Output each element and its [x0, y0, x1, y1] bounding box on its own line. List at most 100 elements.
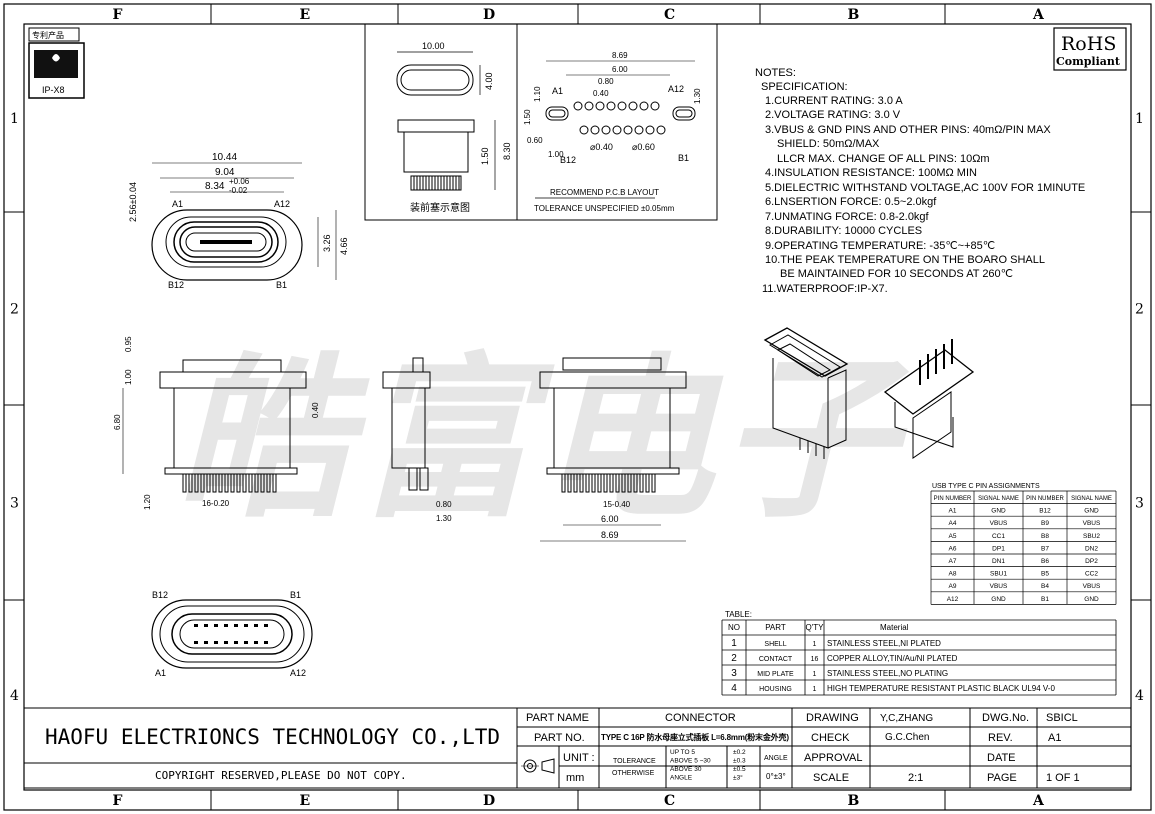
zone-letter: D	[483, 793, 495, 809]
dim-label: 1.30	[693, 88, 702, 104]
material-table-header: Q'TY	[806, 623, 825, 632]
pin-table-cell: GND	[991, 508, 1006, 515]
dwg-no: SBICL	[1046, 712, 1078, 724]
pcb-layout-panel: 10.00 4.00 1.50 8.30 装前塞示意图 8.69 6.00 0.…	[364, 23, 718, 221]
pin-table-cell: CC2	[1085, 571, 1098, 578]
material-table-cell: 1	[813, 686, 817, 693]
pin-table-cell: GND	[991, 596, 1006, 603]
tolerance-value: ±3°	[733, 774, 743, 782]
pin-label: B12	[168, 280, 184, 290]
dim-label: 1.00	[124, 369, 133, 385]
note-line: 11.WATERPROOF:IP-X7.	[762, 283, 888, 295]
unit-value: mm	[566, 772, 584, 784]
material-table-cell: 1	[813, 641, 817, 648]
pin-table-cell: B7	[1041, 545, 1049, 552]
note-line: 4.INSULATION RESISTANCE: 100MΩ MIN	[765, 167, 977, 179]
zone-letter: C	[664, 7, 675, 23]
pin-table-cell: A12	[947, 596, 959, 603]
rohs-title: RoHS	[1061, 33, 1116, 55]
contact-pin	[204, 624, 208, 627]
dim-label: 0.40	[593, 89, 609, 98]
angle-label: ANGLE	[764, 755, 788, 762]
pin-table-cell: B9	[1041, 520, 1049, 527]
pin-label: A1	[552, 86, 563, 96]
otherwise-label: OTHERWISE	[612, 770, 655, 777]
zone-number: 1	[1135, 111, 1144, 127]
pcb-hole	[634, 125, 644, 135]
material-table-cell: HOUSING	[759, 686, 792, 693]
part-name-label: PART NAME	[526, 712, 589, 724]
dim-label: 0.80	[436, 500, 452, 509]
contact-pin	[224, 473, 229, 493]
contact-pin	[627, 473, 632, 493]
contact-pin	[244, 624, 248, 627]
dim-label: -0.02	[229, 186, 248, 195]
note-line: 3.VBUS & GND PINS AND OTHER PINS: 40mΩ/P…	[765, 124, 1051, 136]
contact-pin	[597, 473, 602, 493]
pin-label: B12	[560, 155, 576, 165]
assembly-caption: 装前塞示意图	[410, 201, 470, 214]
material-table-cell: MID PLATE	[757, 671, 794, 678]
tolerance-range: ABOVE 30	[670, 766, 702, 773]
pcb-hole	[623, 125, 633, 135]
dim-label: 6.00	[612, 65, 628, 74]
contact-pin	[561, 473, 566, 493]
dim-label: 10.44	[212, 152, 237, 163]
pcb-caption: RECOMMEND P.C.B LAYOUT	[550, 188, 659, 197]
material-table-cell: 16	[811, 656, 819, 663]
zone-number: 2	[1135, 302, 1144, 318]
tolerance-value: ±0.5	[733, 766, 746, 773]
angle-value: 0°±3°	[766, 772, 786, 781]
note-line: 5.DIELECTRIC WITHSTAND VOLTAGE,AC 100V F…	[765, 182, 1085, 194]
pin-table-cell: A8	[949, 571, 957, 578]
note-line: 10.THE PEAK TEMPERATURE ON THE BOARO SHA…	[765, 254, 1045, 266]
zone-letter: B	[848, 7, 860, 23]
dim-label: 1.10	[533, 86, 542, 102]
contact-pin	[603, 473, 608, 493]
zone-letter: F	[113, 7, 123, 23]
scale-label: SCALE	[813, 772, 849, 784]
material-table-cell: CONTACT	[759, 656, 793, 663]
material-table-cell: 3	[731, 668, 737, 679]
pin-label: B1	[678, 153, 689, 163]
dim-label: 1.50	[523, 109, 532, 125]
dim-label: ⌀0.60	[632, 142, 655, 152]
title-block: HAOFU ELECTRIONCS TECHNOLOGY CO.,LTD COP…	[23, 707, 1132, 789]
note-line: 6.LNSERTION FORCE: 0.5~2.0kgf	[765, 196, 937, 208]
patent-label: 专利产品	[32, 30, 64, 40]
tolerance-range: ANGLE	[670, 775, 693, 782]
contact-pin	[591, 473, 596, 493]
dim-label: 15-0.40	[603, 500, 631, 509]
contact-pin	[194, 641, 198, 644]
material-table-header: PART	[765, 623, 786, 632]
material-table-cell: 1	[813, 671, 817, 678]
page-value: 1 OF 1	[1046, 772, 1080, 784]
dim-label: 8.30	[502, 142, 512, 160]
rev-value: A1	[1048, 732, 1061, 744]
contact-pin	[264, 641, 268, 644]
note-line: LLCR MAX. CHANGE OF ALL PINS: 10Ωm	[777, 153, 990, 165]
zone-letter: A	[1032, 793, 1045, 809]
pin-label: B1	[290, 590, 301, 600]
contact-pin	[260, 473, 265, 493]
material-table-header: NO	[728, 623, 740, 632]
pin-table-cell: DP2	[1085, 558, 1098, 565]
pcb-hole	[645, 125, 655, 135]
pcb-hole	[584, 101, 594, 111]
note-line: BE MAINTAINED FOR 10 SECONDS AT 260℃	[780, 268, 1013, 280]
contact-pin	[651, 473, 656, 493]
drawing-by: Y,C,ZHANG	[880, 713, 933, 724]
zone-letter: E	[300, 793, 311, 809]
material-table-header: Material	[880, 623, 909, 632]
contact-pin	[248, 473, 253, 493]
scale-value: 2:1	[908, 772, 923, 784]
contact-pin	[224, 641, 228, 644]
spec-heading: SPECIFICATION:	[761, 81, 848, 93]
contact-pin	[639, 473, 644, 493]
dim-label: 8.34	[205, 181, 225, 192]
tolerance-range: UP TO 5	[670, 749, 695, 756]
pcb-tolerance: TOLERANCE UNSPECIFIED ±0.05mm	[534, 204, 675, 213]
pin-label: A1	[155, 668, 166, 678]
